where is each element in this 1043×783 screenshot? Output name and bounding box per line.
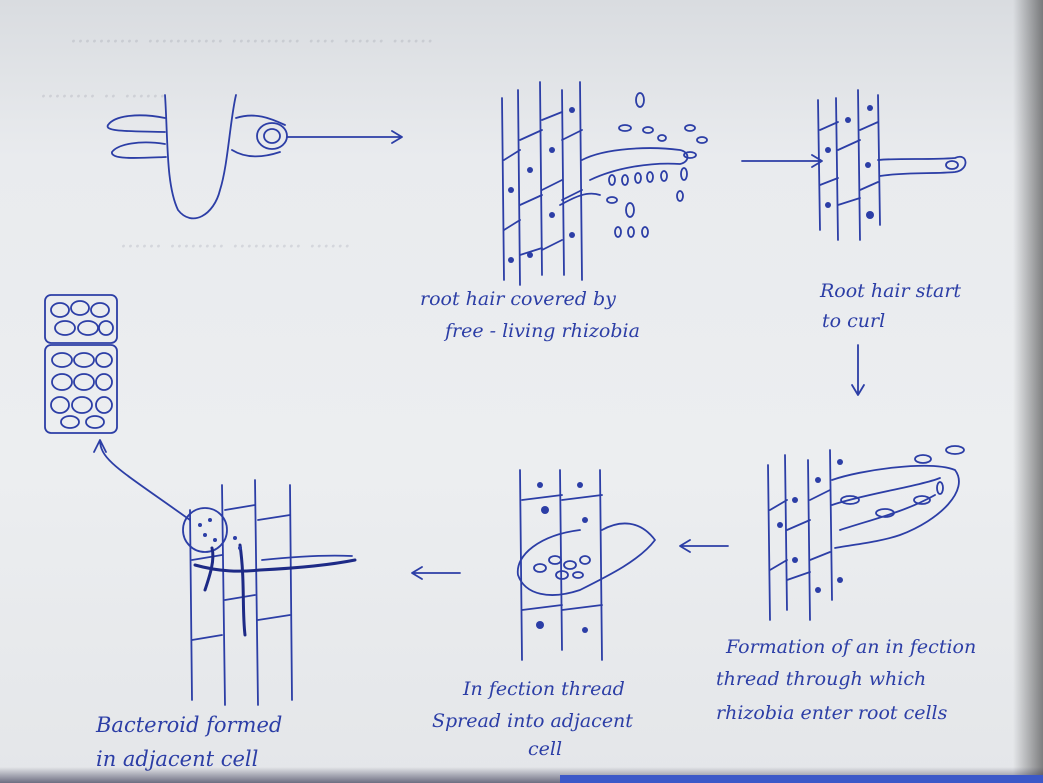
blue-strip: [560, 775, 1043, 783]
caption-step4-line2: Spread into adjacent: [432, 708, 633, 734]
caption-step1-line2: free - living rhizobia: [445, 318, 640, 344]
arrow-to-bacteroid-cluster: [94, 440, 190, 520]
step5-bacteroid-drawing: [183, 480, 355, 705]
arrow-to-step1: [287, 131, 402, 143]
photo-edge-shadow-right: [1013, 0, 1043, 783]
root-with-hairs-drawing: [108, 95, 287, 218]
step3-infection-thread-drawing: [768, 446, 964, 620]
caption-step2-line2: to curl: [822, 308, 885, 334]
caption-step3-line2: thread through which: [716, 666, 926, 692]
caption-step3-line1: Formation of an in fection: [726, 634, 976, 660]
caption-step1-line1: root hair covered by: [420, 286, 616, 312]
arrow-to-step2: [742, 155, 822, 167]
step2-curl-drawing: [818, 90, 966, 240]
arrow-to-step5: [412, 567, 460, 579]
arrow-to-step4: [680, 540, 728, 552]
caption-step2-line1: Root hair start: [820, 278, 961, 304]
caption-step4-line3: cell: [528, 736, 562, 762]
step1-root-hair-drawing: [502, 82, 707, 285]
caption-step4-line1: In fection thread: [463, 676, 625, 702]
caption-step5-line1: Bacteroid formed: [96, 712, 282, 738]
arrow-to-step3: [852, 345, 864, 395]
bacteroid-cluster-drawing: [45, 295, 117, 433]
step4-spread-drawing: [518, 470, 655, 660]
caption-step3-line3: rhizobia enter root cells: [716, 700, 947, 726]
